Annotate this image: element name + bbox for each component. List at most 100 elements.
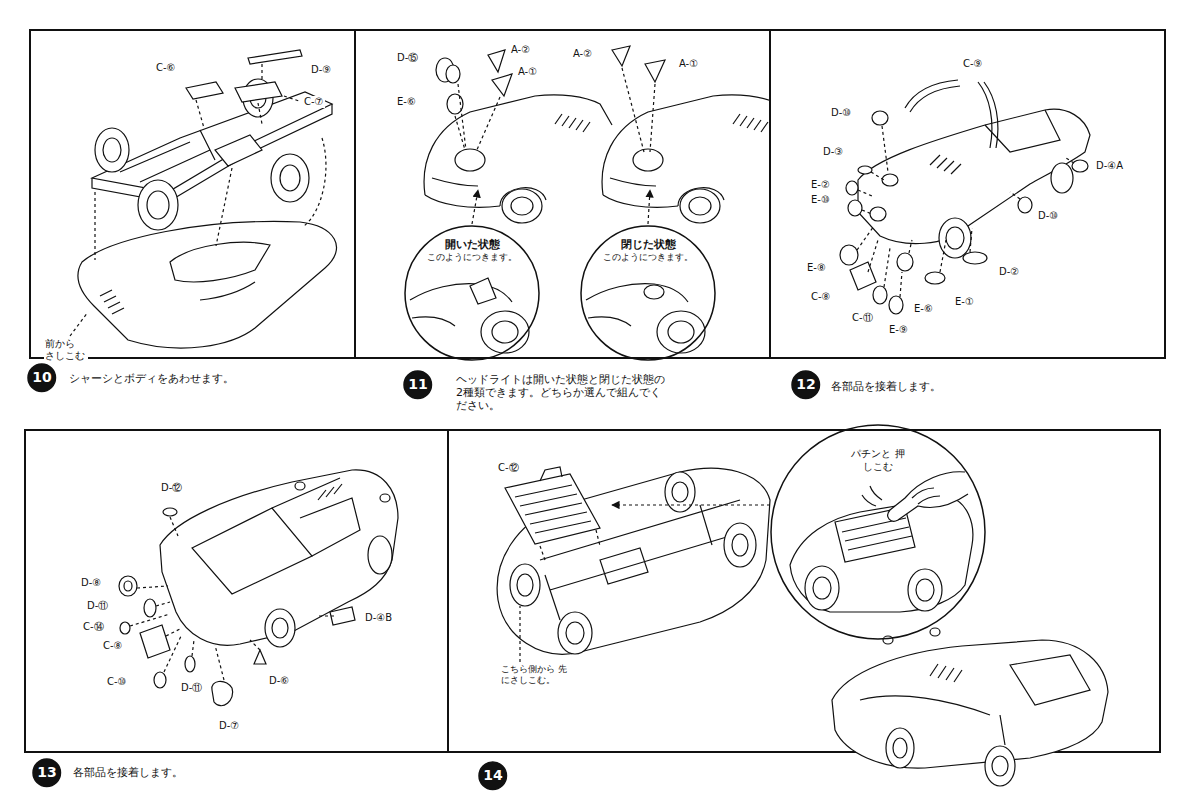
headlight-drawing [446, 65, 460, 83]
part-label: D-④B [364, 612, 393, 624]
front-car-drawing [870, 207, 886, 221]
underside-drawing [813, 577, 831, 599]
text-holder: 開いた状態このようにつきます。 [417, 225, 527, 263]
text-holder: パチンと 押しこむ [850, 424, 906, 473]
headlight-drawing [470, 278, 496, 304]
headlight-drawing [645, 60, 665, 82]
step-caption: 各部品を接着します。 [830, 380, 942, 393]
underside-drawing [930, 628, 940, 636]
inset-circle: パチンと 押しこむ [770, 424, 986, 640]
chassis-drawing [196, 100, 204, 128]
rear-car-drawing [185, 656, 195, 672]
front-car-drawing [858, 166, 872, 174]
rear-car-drawing [164, 634, 182, 672]
inset-note: 開いた状態 [445, 238, 500, 252]
part-label: C-⑫ [497, 462, 520, 474]
panel-frame [25, 430, 448, 752]
chassis-drawing [304, 138, 326, 226]
front-car-drawing [905, 80, 960, 112]
front-car-drawing [1010, 192, 1020, 199]
underside-drawing [912, 488, 940, 504]
underside-drawing [862, 486, 882, 506]
part-label: A-② [510, 44, 531, 56]
underside-drawing [510, 564, 540, 606]
part-label: C-⑧ [810, 291, 832, 303]
inset-note: このようにつきます。 [603, 252, 693, 263]
underside-drawing [992, 756, 1008, 776]
front-car-drawing [868, 240, 878, 272]
step-number: 12 [791, 370, 820, 399]
chassis-drawing [271, 154, 309, 202]
rear-car-drawing [272, 618, 288, 638]
front-car-drawing [840, 80, 1090, 314]
chassis-drawing [70, 64, 326, 336]
front-car-drawing [1018, 197, 1032, 213]
front-car-drawing [978, 82, 998, 148]
rear-car-drawing [170, 517, 178, 536]
underside-drawing [930, 664, 962, 682]
circle-outline [405, 226, 539, 360]
inset-circle: 開いた状態このようにつきます。 [404, 225, 540, 361]
underside-drawing [732, 534, 748, 556]
rear-car-drawing [318, 484, 342, 500]
underside-drawing [1010, 655, 1090, 705]
step-caption: ヘッドライトは開いた状態と閉じた状態の 2種類できます。どちらか選んで組んでく … [455, 373, 673, 413]
step-number: 10 [27, 363, 56, 392]
headlight-drawing [488, 50, 505, 72]
part-label: D-⑪ [180, 682, 203, 694]
chassis-drawing [235, 82, 282, 102]
underside-drawing [860, 696, 1005, 745]
rear-car-drawing [124, 581, 132, 591]
underside-drawing [519, 606, 520, 662]
front-car-drawing [848, 200, 862, 216]
headlight-drawing [492, 74, 512, 96]
headlight-drawing [424, 95, 612, 223]
part-label: E-② [810, 179, 831, 191]
headlight-drawing [424, 95, 612, 195]
headlight-drawing [602, 95, 769, 223]
headlight-drawing [648, 190, 650, 224]
chassis-drawing [261, 64, 262, 80]
underside-drawing [888, 472, 968, 521]
step-number-text: 14 [483, 767, 502, 785]
underside-drawing [893, 738, 907, 758]
part-label: E-⑥ [913, 303, 934, 315]
part-label: D-⑨ [310, 64, 332, 76]
part-label: E-⑨ [888, 324, 909, 336]
part-label: D-⑩ [1037, 210, 1059, 222]
headlight-drawing [472, 190, 478, 224]
front-car-drawing [900, 272, 902, 297]
circle-outline [404, 371, 431, 398]
headlight-drawing [555, 114, 590, 132]
front-car-drawing [857, 226, 874, 250]
circle-outline [792, 371, 819, 398]
underside-drawing [497, 468, 770, 654]
underside-drawing [540, 467, 562, 481]
text-holder: 10 [27, 363, 56, 392]
chassis-drawing [170, 242, 270, 282]
underside-drawing [832, 640, 1108, 768]
rear-car-drawing [265, 609, 295, 647]
underside-drawing [985, 746, 1015, 786]
part-label: D-⑧ [80, 577, 102, 589]
headlight-drawing [650, 84, 655, 152]
part-label: D-② [998, 266, 1020, 278]
step-caption: シャーシとボディをあわせます。 [68, 372, 235, 385]
text-holder: 12 [791, 370, 820, 399]
front-car-drawing [1051, 163, 1073, 193]
underside-drawing [883, 636, 893, 644]
underside-drawing [566, 622, 584, 644]
assembly-note: 前から さしこむ [44, 338, 88, 362]
part-label: D-⑥ [268, 675, 290, 687]
chassis-drawing [94, 192, 95, 260]
part-label: D-③ [822, 146, 844, 158]
part-label: D-⑮ [396, 52, 419, 64]
chassis-drawing [284, 96, 299, 101]
step-number-text: 12 [796, 376, 815, 394]
part-label: C-⑭ [82, 621, 105, 633]
front-car-drawing [925, 272, 945, 284]
front-car-drawing [889, 296, 903, 314]
underside-drawing [540, 546, 545, 560]
front-car-drawing [840, 245, 858, 265]
headlight-drawing [425, 195, 500, 207]
